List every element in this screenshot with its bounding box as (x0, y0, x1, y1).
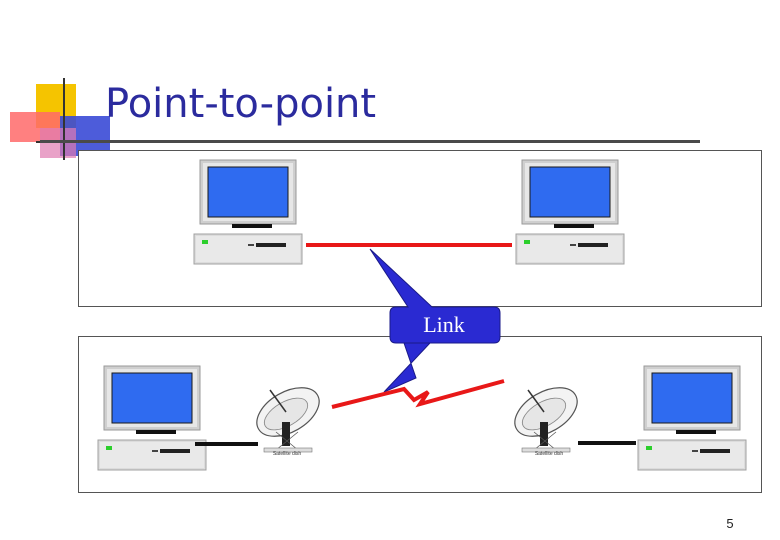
wireless-link-line (331, 379, 505, 409)
link-callout (369, 248, 501, 344)
satellite-dish-icon (247, 376, 329, 453)
computer-icon (97, 365, 207, 471)
computer-icon (515, 159, 625, 265)
page-number: 5 (726, 516, 734, 531)
dish-caption-right: Satellite dish (534, 451, 564, 457)
computer-icon (637, 365, 747, 471)
top-network-panel (78, 150, 762, 307)
page-title: Point-to-point (105, 81, 377, 127)
lightning-link-icon (383, 342, 432, 393)
dish-caption-left: Satellite dish (272, 451, 302, 457)
title-underline (40, 140, 700, 143)
computer-icon (193, 159, 303, 265)
satellite-dish-icon (505, 376, 587, 453)
